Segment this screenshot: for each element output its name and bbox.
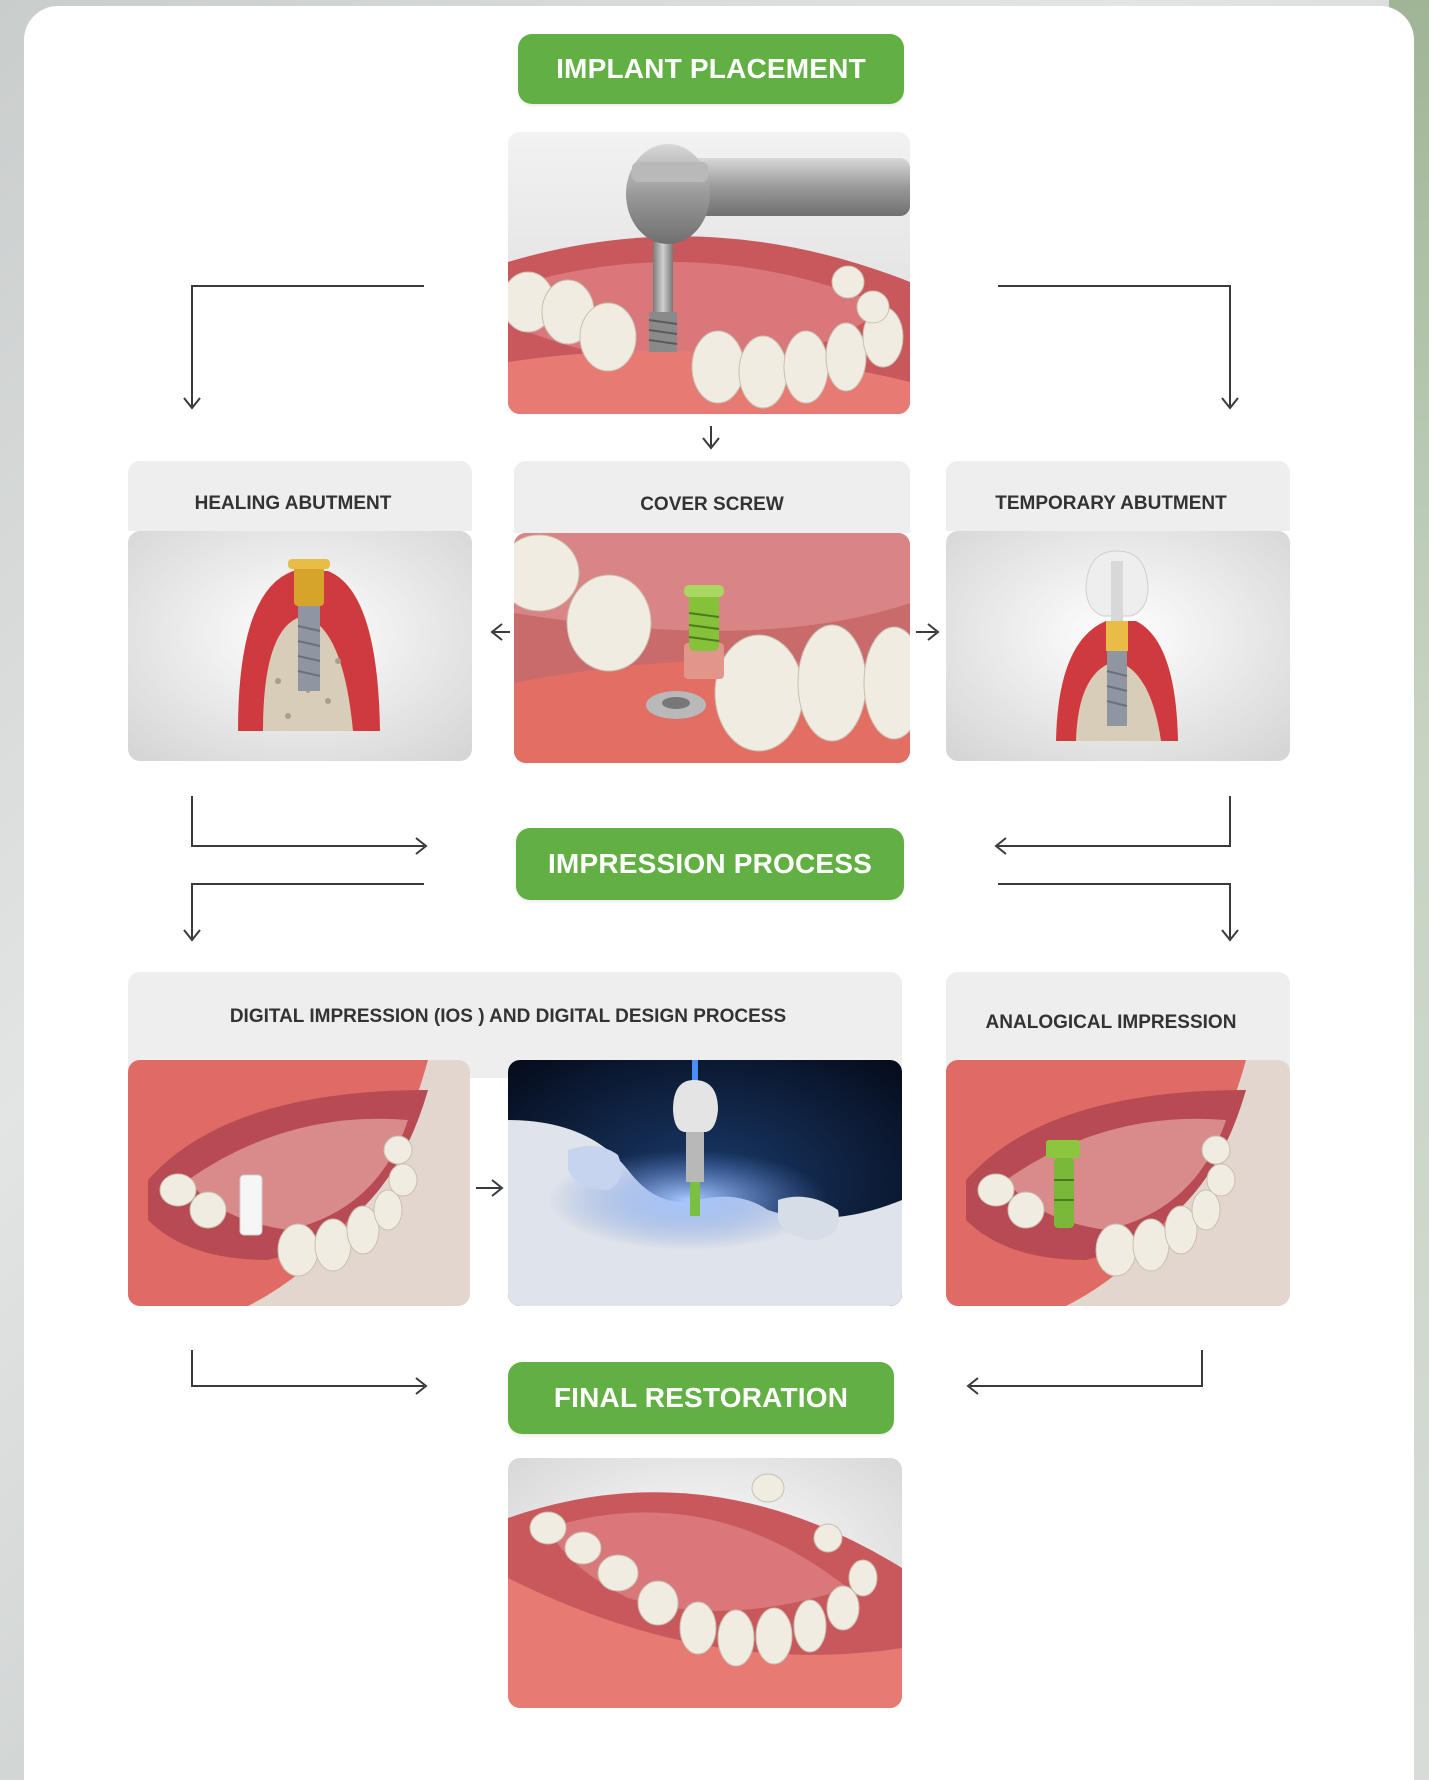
arrow-icon (184, 286, 1238, 1394)
workflow-card: IMPLANT PLACEMENT (24, 6, 1414, 1780)
flow-connectors (24, 6, 1414, 1780)
